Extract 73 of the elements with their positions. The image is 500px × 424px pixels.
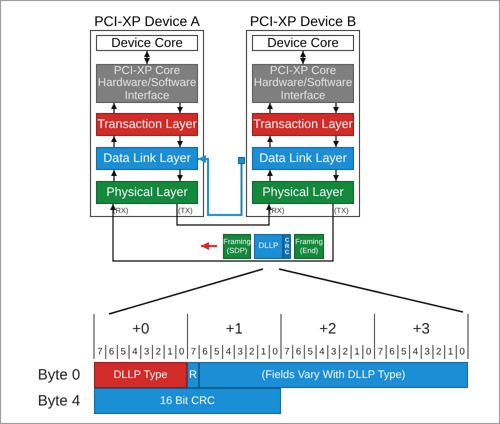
arrow (177, 170, 183, 181)
bit-field: DLLP Type (94, 362, 187, 388)
bit-number: 0 (366, 347, 372, 357)
bit-number: 5 (308, 347, 313, 357)
layer-box: Data Link Layer (252, 147, 354, 170)
arrow (111, 103, 117, 113)
interface-box: PCI-XP Core Hardware/Software Interface (96, 64, 198, 103)
layer-box: Physical Layer (252, 181, 354, 204)
bit-number: 2 (342, 347, 348, 357)
bit-number: 6 (389, 347, 395, 357)
bit-number: 0 (179, 347, 184, 357)
bit-number: 4 (319, 347, 325, 357)
arrow (267, 103, 273, 113)
arrow (110, 204, 334, 262)
device-core-box: Device Core (252, 35, 354, 51)
bit-number: 7 (97, 347, 102, 357)
packet-field: DLLP (254, 234, 283, 259)
arrow (198, 155, 242, 216)
arrow (111, 170, 117, 181)
bit-number: 4 (226, 347, 232, 357)
bit-number: 0 (460, 347, 465, 357)
bit-number: 3 (424, 347, 430, 357)
arrow (144, 51, 150, 64)
bit-number: 5 (401, 347, 406, 357)
arrow (333, 170, 339, 181)
arrow (333, 136, 339, 147)
arrow (177, 103, 183, 113)
bit-field: 16 Bit CRC (94, 388, 281, 414)
bit-number: 3 (330, 347, 336, 357)
interface-box: PCI-XP Core Hardware/Software Interface (252, 64, 354, 103)
byte-offset: +2 (319, 322, 336, 336)
arrow (267, 170, 273, 181)
bit-number: 7 (284, 347, 290, 357)
square-marker (238, 157, 245, 164)
bit-number: 4 (132, 347, 138, 357)
device-title: PCI-XP Device A (93, 13, 201, 30)
row-label: Byte 4 (38, 394, 80, 408)
bit-number: 0 (272, 347, 278, 357)
layer-box: Data Link Layer (96, 147, 198, 170)
bit-number: 2 (249, 347, 254, 357)
layer-box: Transaction Layer (96, 113, 198, 136)
bit-number: 5 (120, 347, 126, 357)
byte-offset: +1 (226, 322, 243, 336)
bit-number: 7 (378, 347, 383, 357)
bit-number: 3 (144, 347, 150, 357)
arrow (176, 204, 272, 226)
bit-number: 6 (108, 347, 114, 357)
byte-offset: +0 (132, 322, 150, 336)
bit-number: 2 (156, 347, 161, 357)
device-core-box: Device Core (96, 35, 198, 51)
bit-number: 1 (167, 347, 173, 357)
bit-number: 6 (202, 347, 208, 357)
arrow (333, 103, 339, 113)
arrow (267, 136, 273, 147)
arrow (177, 136, 183, 147)
bit-number: 4 (412, 347, 418, 357)
bit-number: 6 (296, 347, 302, 357)
bit-number: 5 (214, 347, 220, 357)
bit-number: 2 (436, 347, 442, 357)
arrow (300, 51, 306, 64)
bit-number: 1 (260, 347, 266, 357)
bit-number: 3 (237, 347, 243, 357)
row-label: Byte 0 (38, 368, 80, 382)
byte-offset: +3 (412, 322, 430, 336)
arrow (111, 136, 117, 147)
bit-number: 7 (190, 347, 196, 357)
bit-number: 1 (354, 347, 360, 357)
device-title: PCI-XP Device B (248, 13, 358, 30)
layer-box: Transaction Layer (252, 113, 354, 136)
bit-field: R (187, 362, 199, 388)
layer-box: Physical Layer (96, 181, 198, 204)
bit-number: 1 (448, 347, 454, 357)
bit-field: (Fields Vary With DLLP Type) (199, 362, 468, 388)
